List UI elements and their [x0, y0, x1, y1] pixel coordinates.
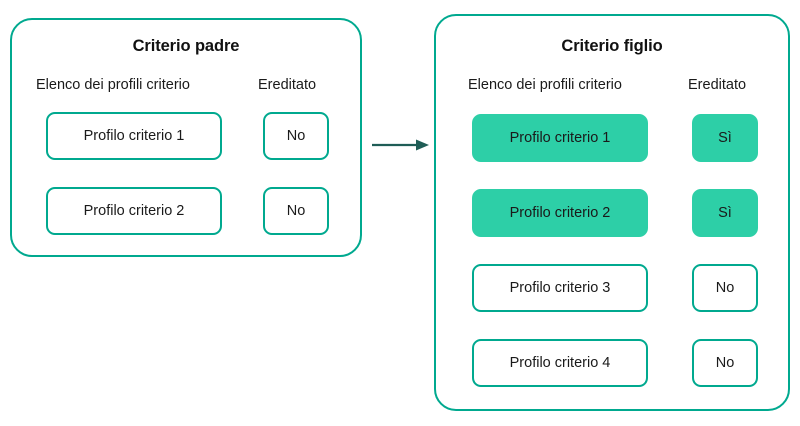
table-row: Profilo criterio 4 No: [472, 339, 772, 387]
arrow-right-icon: [371, 135, 431, 155]
table-row: Profilo criterio 1 No: [46, 112, 346, 160]
table-row: Profilo criterio 3 No: [472, 264, 772, 312]
profile-box[interactable]: Profilo criterio 1: [472, 114, 648, 162]
inherited-badge[interactable]: Sì: [692, 114, 758, 162]
inherited-badge[interactable]: No: [692, 339, 758, 387]
column-header-profile-list: Elenco dei profili criterio: [468, 77, 622, 93]
panel-criterio-figlio: Criterio figlio Elenco dei profili crite…: [434, 14, 790, 411]
column-header-inherited: Ereditato: [688, 77, 747, 93]
table-row: Profilo criterio 1 Sì: [472, 114, 772, 162]
panel-parent-column-headers: Elenco dei profili criterio Ereditato: [12, 77, 360, 97]
table-row: Profilo criterio 2 Sì: [472, 189, 772, 237]
profile-box[interactable]: Profilo criterio 2: [46, 187, 222, 235]
column-header-inherited: Ereditato: [258, 77, 317, 93]
profile-box[interactable]: Profilo criterio 2: [472, 189, 648, 237]
inherited-badge[interactable]: No: [263, 187, 329, 235]
panel-parent-title: Criterio padre: [132, 37, 240, 55]
profile-box[interactable]: Profilo criterio 3: [472, 264, 648, 312]
inherited-badge[interactable]: No: [263, 112, 329, 160]
profile-box[interactable]: Profilo criterio 1: [46, 112, 222, 160]
profile-box[interactable]: Profilo criterio 4: [472, 339, 648, 387]
inherited-badge[interactable]: No: [692, 264, 758, 312]
panel-criterio-padre: Criterio padre Elenco dei profili criter…: [10, 18, 362, 257]
inherited-badge[interactable]: Sì: [692, 189, 758, 237]
panel-child-column-headers: Elenco dei profili criterio Ereditato: [436, 77, 788, 97]
column-header-profile-list: Elenco dei profili criterio: [36, 77, 190, 93]
table-row: Profilo criterio 2 No: [46, 187, 346, 235]
panel-child-title: Criterio figlio: [561, 37, 663, 55]
